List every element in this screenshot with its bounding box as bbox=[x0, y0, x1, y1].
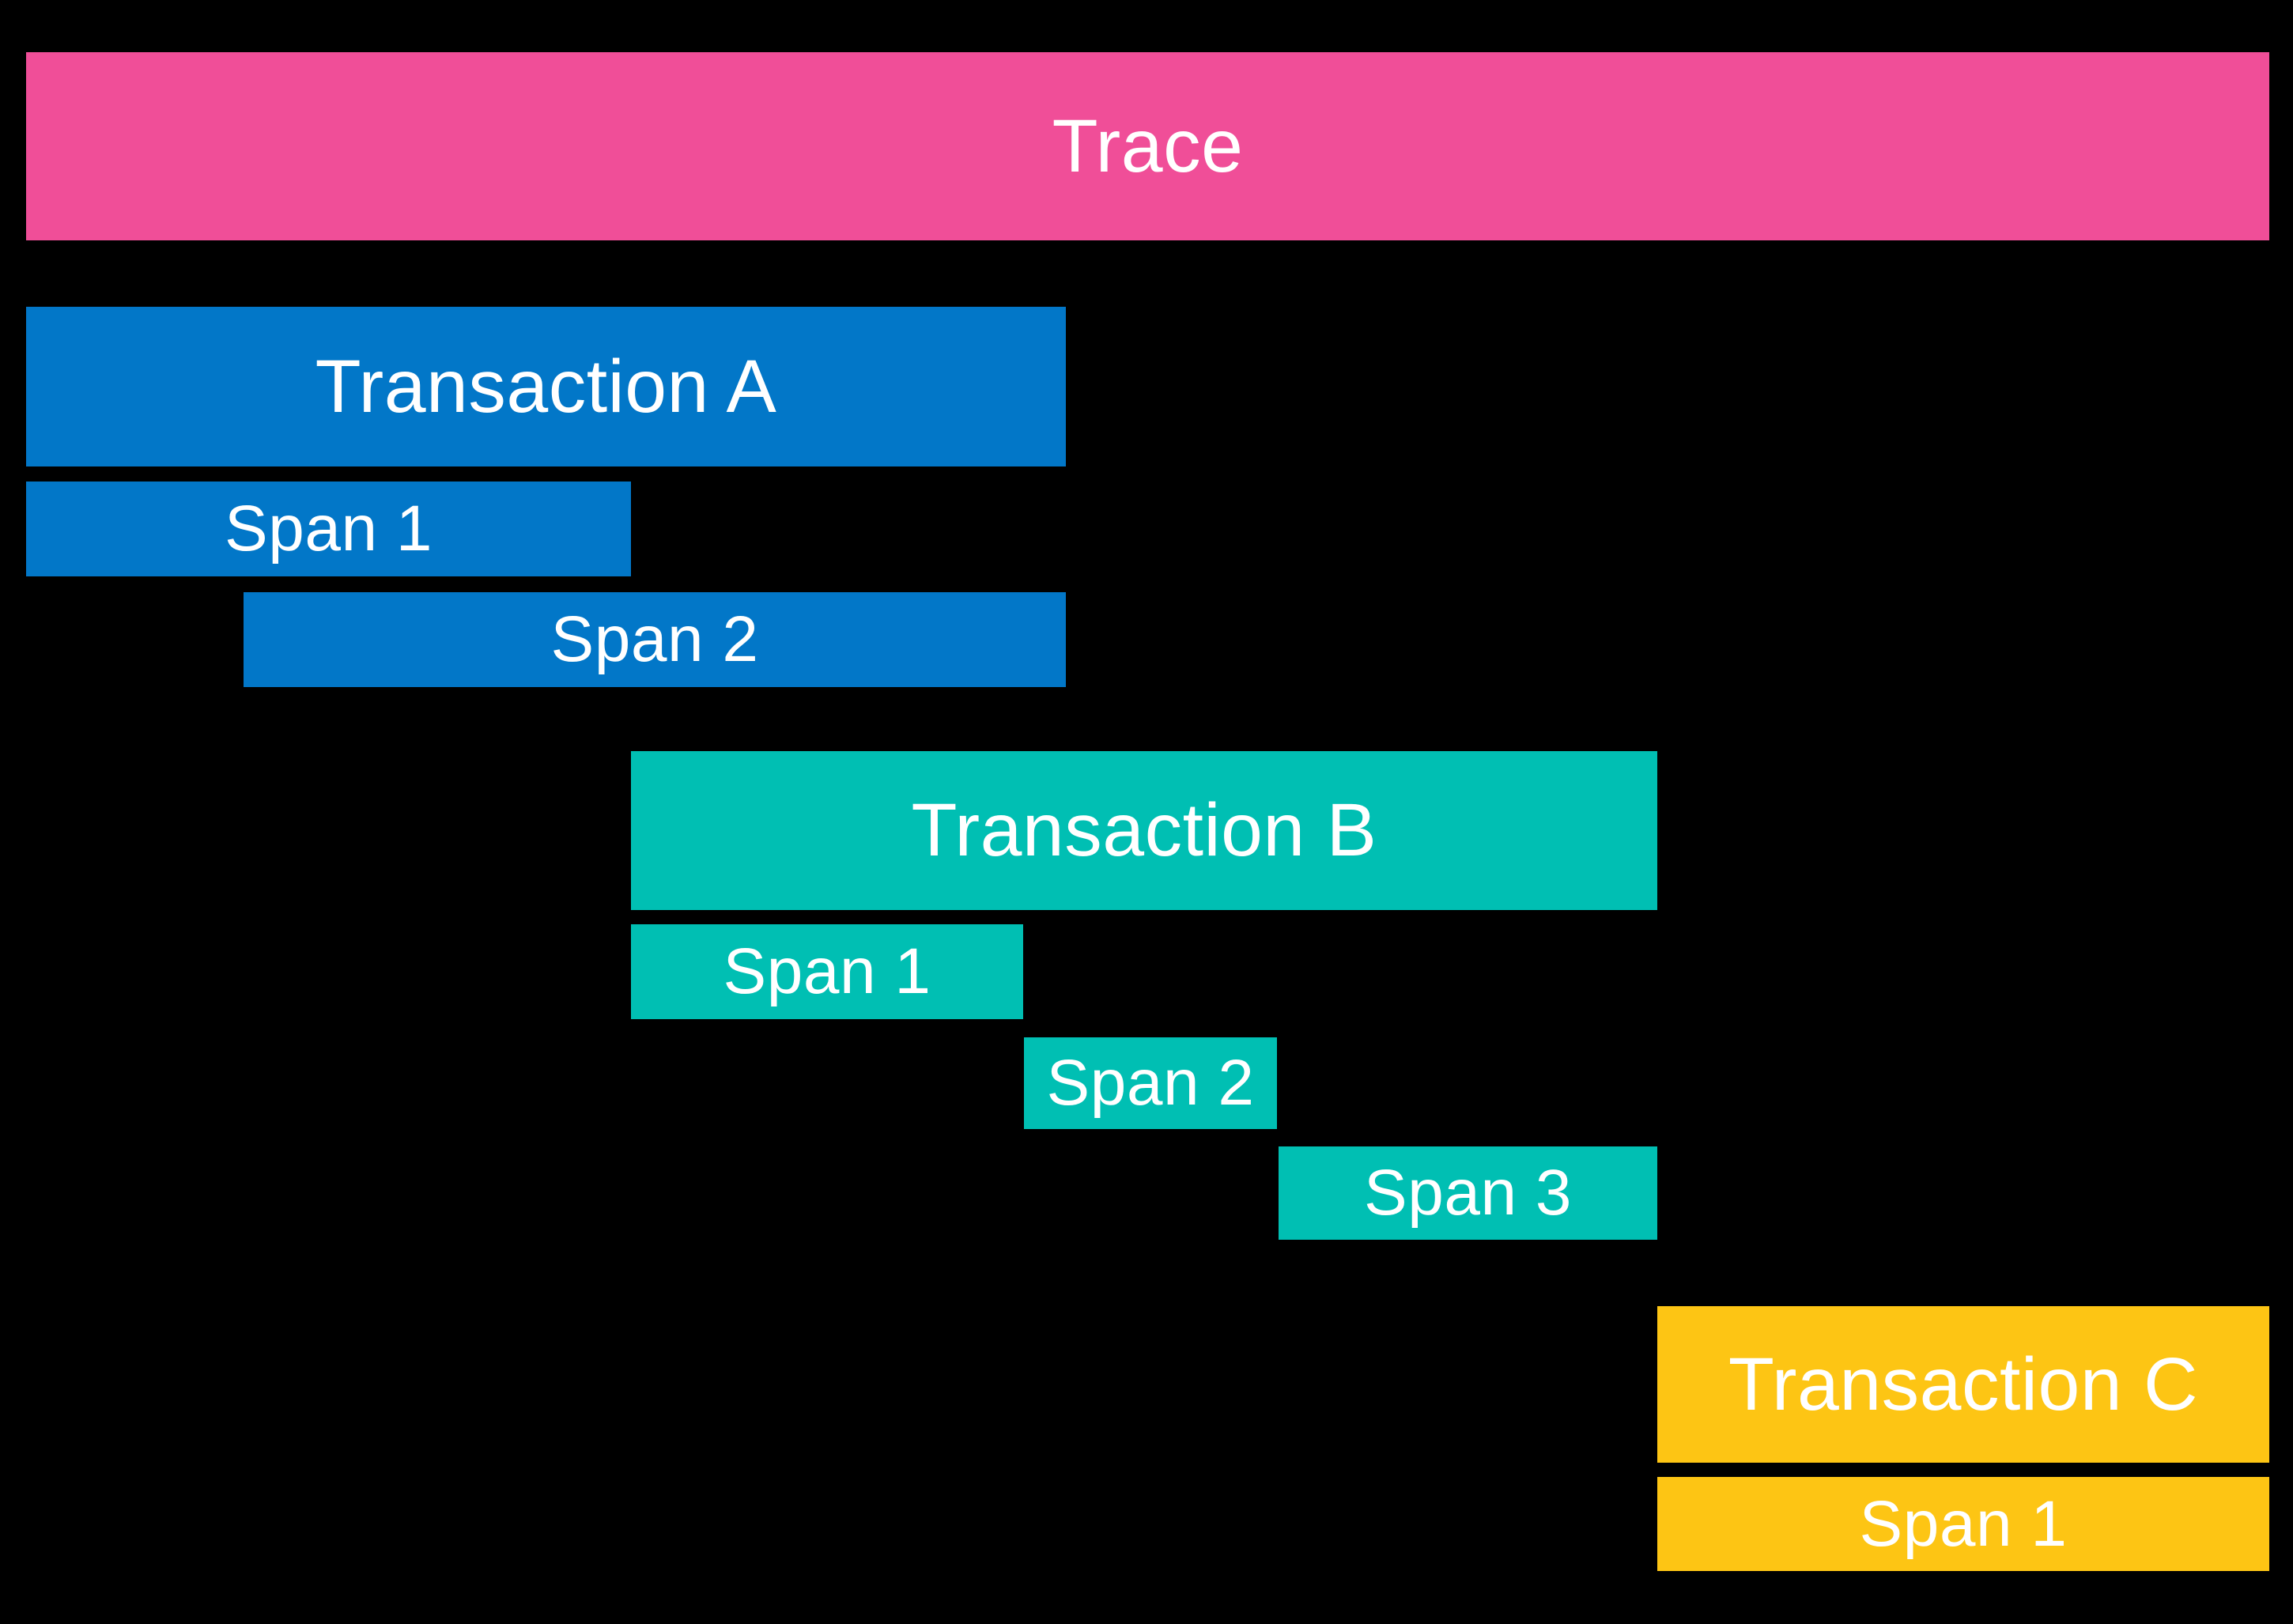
transaction-a-span-2-label: Span 2 bbox=[550, 603, 759, 675]
transaction-b-span-3-bar: Span 3 bbox=[1279, 1146, 1657, 1240]
transaction-a-label: Transaction A bbox=[315, 344, 777, 429]
transaction-b-bar: Transaction B bbox=[631, 751, 1657, 910]
transaction-b-span-2-label: Span 2 bbox=[1046, 1047, 1255, 1119]
transaction-b-span-3-label: Span 3 bbox=[1364, 1157, 1572, 1229]
transaction-b-span-2-bar: Span 2 bbox=[1024, 1037, 1277, 1129]
transaction-a-span-1-label: Span 1 bbox=[225, 493, 433, 565]
transaction-a-bar: Transaction A bbox=[26, 307, 1066, 466]
transaction-c-span-1-label: Span 1 bbox=[1859, 1487, 2068, 1560]
transaction-b-span-1-label: Span 1 bbox=[723, 935, 931, 1007]
transaction-a-span-1-bar: Span 1 bbox=[26, 482, 631, 576]
trace-label: Trace bbox=[1052, 104, 1244, 188]
transaction-c-span-1-bar: Span 1 bbox=[1657, 1477, 2269, 1571]
transaction-b-label: Transaction B bbox=[911, 788, 1377, 872]
transaction-a-span-2-bar: Span 2 bbox=[244, 592, 1066, 687]
transaction-b-span-1-bar: Span 1 bbox=[631, 924, 1023, 1019]
trace-bar: Trace bbox=[26, 52, 2269, 240]
transaction-c-label: Transaction C bbox=[1728, 1342, 2199, 1426]
transaction-c-bar: Transaction C bbox=[1657, 1306, 2269, 1463]
